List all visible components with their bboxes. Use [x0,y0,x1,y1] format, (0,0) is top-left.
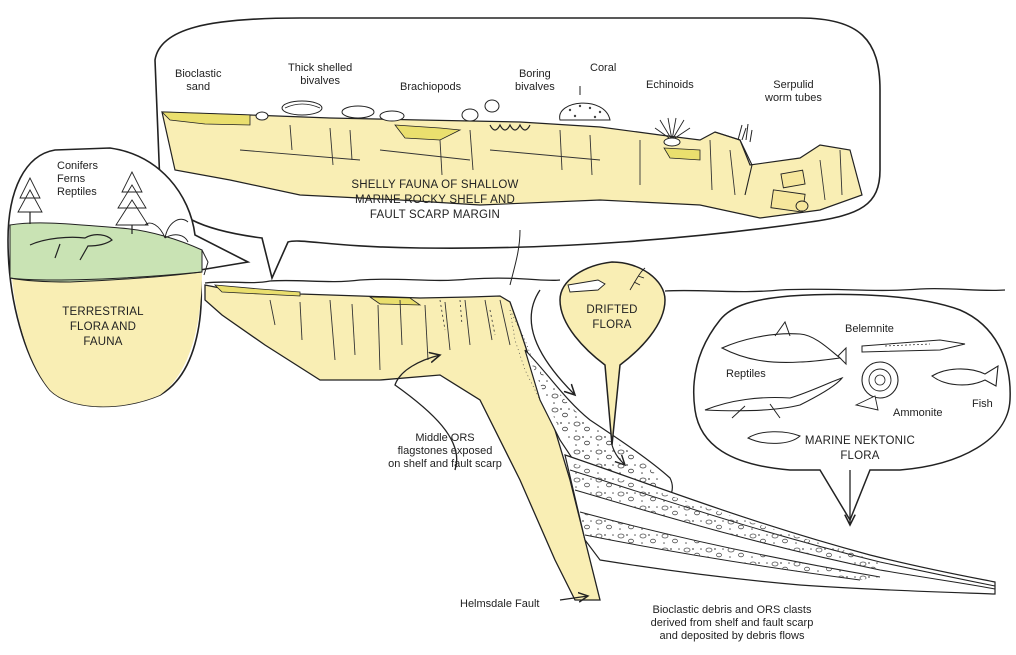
annotation-helmsdale-fault: Helmsdale Fault [460,598,539,611]
label-brachiopods: Brachiopods [400,81,461,94]
label-coral: Coral [590,62,616,75]
label-belemnite: Belemnite [845,323,894,336]
label-reptiles: Reptiles [726,368,766,381]
label-echinoids: Echinoids [646,79,694,92]
label-fish: Fish [972,398,993,411]
label-ammonite: Ammonite [893,407,943,420]
